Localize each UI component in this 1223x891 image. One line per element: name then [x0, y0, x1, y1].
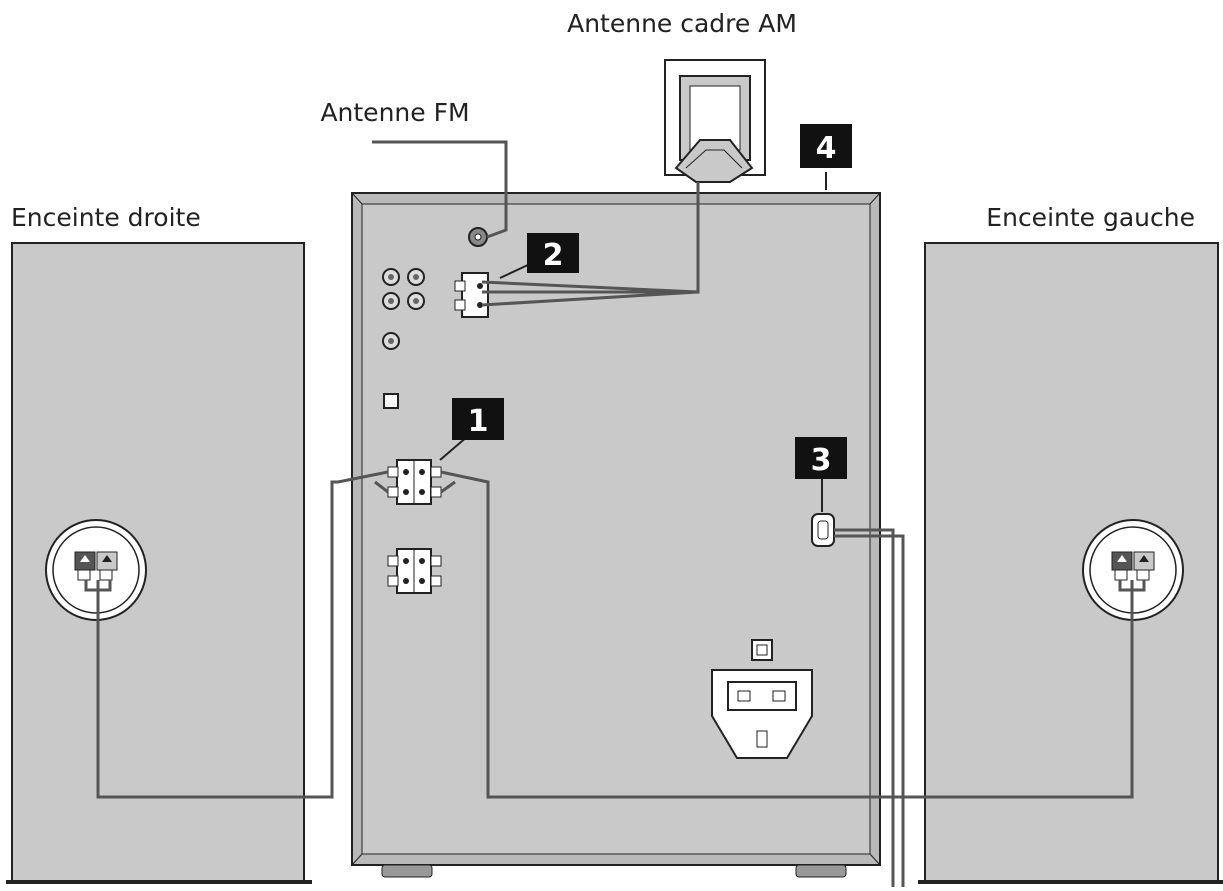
am-antenna-label: Antenne cadre AM: [567, 9, 797, 38]
callout-1-label: 1: [468, 404, 489, 439]
main-unit: [351, 192, 881, 878]
main-unit-foot-left: [381, 864, 433, 878]
left-speaker-label: Enceinte gauche: [986, 203, 1195, 232]
left-speaker: [918, 242, 1223, 884]
fm-antenna-wire: [372, 140, 508, 239]
right-speaker-wire: [96, 470, 389, 799]
callout-2-label: 2: [543, 238, 564, 273]
callout-1: 1: [452, 398, 504, 440]
am-antenna-terminal: [454, 272, 489, 318]
speaker-terminals-rear: [387, 548, 442, 594]
power-inlet: [811, 513, 835, 547]
main-unit-foot-right: [795, 864, 847, 878]
power-cord: [834, 528, 895, 887]
am-loop-antenna: [664, 59, 766, 183]
callout-4: 4: [800, 124, 852, 168]
fm-antenna-label: Antenne FM: [320, 98, 469, 127]
main-unit-rear-panel: [361, 203, 871, 855]
callout-3-label: 3: [811, 443, 832, 478]
right-speaker-label: Enceinte droite: [11, 203, 201, 232]
callout-2: 2: [527, 233, 579, 273]
right-speaker-terminal: [74, 551, 118, 581]
square-port: [383, 393, 399, 409]
speaker-terminals-front: [387, 459, 442, 505]
callout-4-label: 4: [816, 131, 837, 166]
rca-jacks: [382, 268, 425, 350]
callout-3: 3: [795, 437, 847, 479]
ac-outlet: [711, 639, 813, 759]
right-speaker: [6, 242, 312, 884]
right-speaker-terminal-plate: [45, 519, 147, 621]
wires: [84, 140, 1146, 887]
left-speaker-wire: [440, 470, 1134, 799]
